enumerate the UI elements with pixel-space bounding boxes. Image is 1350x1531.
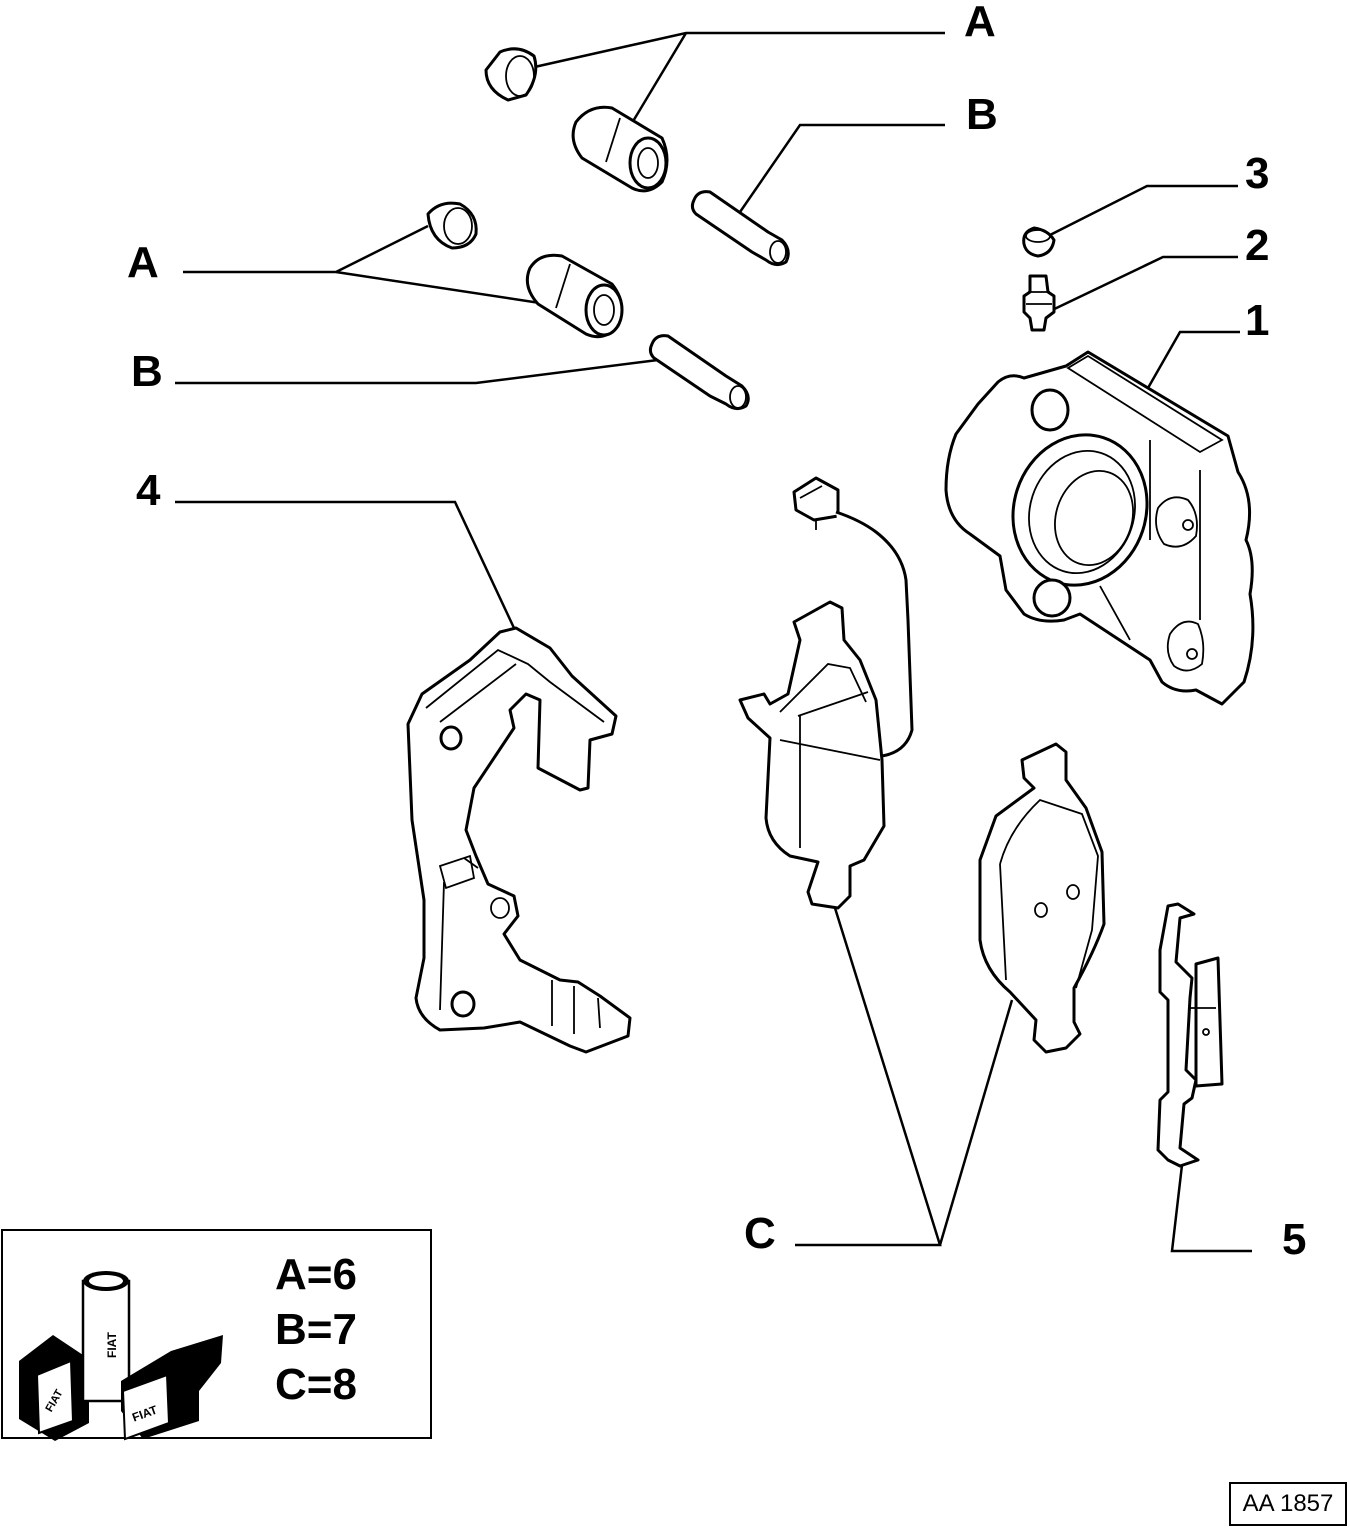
bushing-sleeve-top bbox=[571, 105, 669, 193]
bushing-cap-top bbox=[484, 47, 538, 102]
callout-b-left: B bbox=[131, 347, 163, 396]
bleed-screw-cap bbox=[1022, 226, 1056, 258]
caliper-bracket bbox=[406, 626, 632, 1054]
bleed-screw bbox=[1022, 274, 1056, 332]
callout-part-4: 4 bbox=[136, 466, 161, 515]
guide-pin-top bbox=[690, 190, 790, 267]
legend-row-a: A=6 bbox=[275, 1250, 357, 1299]
brake-pad bbox=[978, 742, 1106, 1054]
callout-part-5: 5 bbox=[1282, 1215, 1306, 1264]
legend-row-c: C=8 bbox=[275, 1360, 357, 1409]
callout-part-2: 2 bbox=[1245, 221, 1269, 270]
callout-a-top: A bbox=[964, 0, 996, 46]
anti-rattle-spring bbox=[1156, 902, 1224, 1168]
brake-caliper bbox=[944, 350, 1255, 706]
reference-code: AA 1857 bbox=[1229, 1482, 1347, 1526]
bushing-sleeve-left bbox=[525, 253, 624, 339]
callout-c: C bbox=[744, 1209, 776, 1258]
leader-lines bbox=[175, 31, 1252, 1253]
callout-part-3: 3 bbox=[1245, 149, 1269, 198]
callout-b-top: B bbox=[966, 90, 998, 139]
callout-labels: A B A B 3 2 1 4 C 5 bbox=[127, 0, 1306, 1264]
guide-pin-left bbox=[648, 334, 750, 411]
brake-pad-with-sensor bbox=[738, 476, 914, 910]
quantity-legend: FIAT FIAT FIAT A=6 B=7 C=8 bbox=[1, 1229, 432, 1441]
fiat-logo-text-cylinder: FIAT bbox=[105, 1332, 119, 1358]
callout-a-left: A bbox=[127, 238, 159, 287]
callout-part-1: 1 bbox=[1245, 296, 1269, 345]
bushing-cap-left bbox=[426, 201, 478, 250]
fiat-parts-logo: FIAT FIAT FIAT bbox=[19, 1271, 223, 1441]
legend-row-b: B=7 bbox=[275, 1305, 357, 1354]
